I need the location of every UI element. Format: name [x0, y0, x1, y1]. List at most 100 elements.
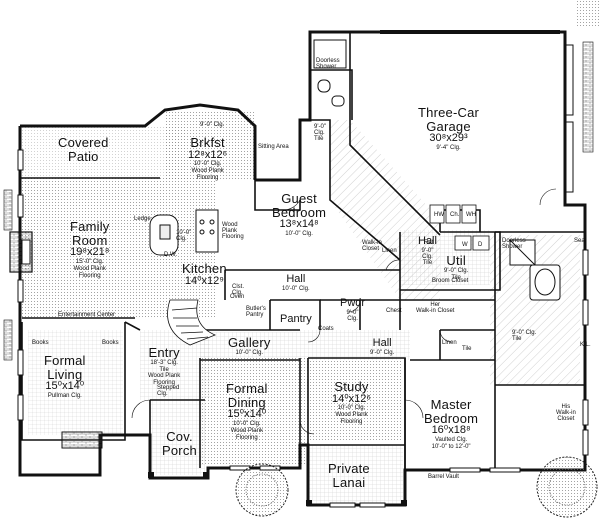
- linen2-label: Linen: [442, 340, 457, 346]
- room-note: Pullman Clg.: [47, 392, 82, 399]
- room-note: Flooring: [340, 418, 363, 425]
- staircase: [167, 299, 217, 346]
- room-note: Flooring: [196, 174, 219, 181]
- doorless-shower-right-label: Doorless Shower: [502, 238, 526, 250]
- room-note: Clg.: [347, 315, 358, 322]
- room-master-bedroom: Master Bedroom 16⁰x18⁸ Vaulted Clg. 10'-…: [424, 398, 478, 451]
- room-brkfst: Brkfst 12⁸x12⁶ 10'-0" Clg. Wood Plank Fl…: [188, 136, 227, 182]
- his-walk-in-closet-label: His Walk-in Closet: [556, 404, 576, 422]
- room-pantry: Pantry: [280, 313, 312, 326]
- room-name: Gallery: [228, 335, 271, 350]
- patio-floor: [20, 126, 185, 178]
- room-note: 15'-0" Clg.: [75, 258, 104, 265]
- room-covered-patio: Covered Patio: [58, 136, 109, 163]
- clst-label: Clst. Clg.: [232, 284, 244, 296]
- wood-plank-label: Wood Plank Flooring: [222, 222, 244, 240]
- room-note: 18'-3" Clg.: [150, 359, 178, 366]
- columns: [148, 472, 407, 506]
- room-name: Pwdr: [340, 297, 366, 309]
- d-label: D: [478, 242, 483, 248]
- room-name: Family Room: [70, 219, 110, 248]
- room-size: 19⁸x21⁸: [70, 246, 110, 259]
- room-name: Hall: [418, 235, 437, 247]
- room-size: 14⁰x12⁶: [332, 392, 371, 405]
- room-note: Wood Plank: [230, 427, 263, 434]
- butlers-pantry-label: Butler's Pantry: [246, 306, 266, 318]
- room-note: Tile: [451, 274, 461, 281]
- ref-label: Ref: [424, 240, 434, 246]
- lanai-floor: [308, 445, 403, 505]
- room-note: 9'-0" Clg.: [370, 349, 395, 356]
- porch-floor: [150, 400, 205, 475]
- ch-label: Ch.: [450, 212, 460, 218]
- room-hall-mid: Hall 10'-0" Clg.: [282, 273, 310, 292]
- room-formal-living: Formal Living 15⁰x14⁰ Pullman Clg.: [44, 354, 86, 400]
- room-note: 9'-0": [421, 247, 434, 254]
- hw-label: HW: [434, 212, 444, 218]
- room-name: Guest Bedroom: [272, 191, 327, 220]
- room-name: Kitchen: [182, 261, 227, 276]
- stepped-clg-label: Stepped Clg.: [157, 385, 180, 397]
- room-note: Wood Plank: [335, 412, 368, 419]
- room-name: Master Bedroom: [424, 397, 479, 426]
- wh-label: WH: [466, 212, 476, 218]
- barrel-vault-label: Barrel Vault: [428, 474, 459, 480]
- room-note: Vaulted Clg.: [434, 436, 468, 443]
- shower-box: [509, 239, 536, 266]
- room-size: 12⁸x12⁶: [188, 148, 228, 161]
- coats-label: Coats: [318, 326, 334, 332]
- room-name: Private Lanai: [328, 461, 370, 490]
- room-cov-porch: Cov. Porch: [162, 430, 197, 457]
- room-note: Tile: [159, 366, 169, 373]
- room-name: Hall: [286, 273, 306, 285]
- family-room-floor: [20, 178, 216, 318]
- room-name: Formal Dining: [226, 381, 268, 410]
- room-pwdr: Pwdr 9'-0" Clg.: [340, 297, 366, 322]
- room-note: 9'-4" Clg.: [436, 144, 461, 151]
- master-bath-clg-label: 9'-0" Clg. Tile: [512, 330, 537, 342]
- room-note: 10'-0" Clg.: [282, 285, 310, 292]
- room-note: Flooring: [153, 380, 175, 387]
- doorless-shower-top-label: Doorless Shower: [316, 58, 340, 70]
- room-name: Pantry: [280, 313, 312, 325]
- broom-closet-label: Broom Closet: [432, 278, 469, 284]
- shrub-top-right: [575, 0, 600, 28]
- shrub-right: [536, 456, 598, 518]
- room-note: Wood Plank: [148, 373, 181, 380]
- brkfst-floor: [165, 110, 255, 180]
- room-private-lanai: Private Lanai: [328, 462, 370, 489]
- dw-label: D.W.: [164, 252, 177, 258]
- room-entry: Entry 18'-3" Clg. Tile Wood Plank Floori…: [148, 346, 180, 387]
- room-note: 9'-0" Clg.: [444, 267, 469, 274]
- seat-label: Seat: [574, 238, 587, 244]
- room-note: 10'-0" to 12'-0": [431, 443, 471, 450]
- room-name: Covered Patio: [58, 135, 109, 164]
- fireplace: [9, 231, 33, 273]
- sitting-area-label: Sitting Area: [258, 144, 289, 150]
- formal-living-floor: [28, 330, 123, 435]
- room-hall-lower: Hall 9'-0" Clg.: [370, 337, 395, 356]
- chest-label: Chest: [386, 308, 402, 314]
- study-floor: [308, 360, 403, 440]
- room-note: Wood Plank: [191, 168, 224, 175]
- room-study: Study 14⁰x12⁶ 10'-0" Clg. Wood Plank Flo…: [332, 380, 371, 426]
- room-size: 13⁸x14⁸: [279, 218, 319, 231]
- room-note: 10'-0" Clg.: [193, 161, 222, 168]
- room-hall-upper: Hall 9'-0" Clg. Tile: [418, 235, 437, 266]
- room-note: Clg.: [422, 253, 433, 260]
- room-note: Flooring: [235, 434, 258, 441]
- door-swings: [131, 188, 557, 435]
- books-right-label: Books: [102, 340, 119, 346]
- shrub-left: [235, 463, 289, 517]
- interior-walls: [20, 32, 585, 478]
- room-name: Util: [446, 253, 466, 268]
- fireplace-living: [61, 431, 103, 449]
- room-note: 9'-0": [346, 309, 359, 316]
- room-note: 10'-0" Clg.: [235, 349, 264, 356]
- linen-label: Linen: [382, 248, 397, 254]
- room-size: 30⁸x29³: [429, 132, 468, 145]
- room-kitchen: Kitchen 14⁰x12⁹: [182, 262, 227, 287]
- room-note: Flooring: [78, 272, 101, 279]
- clg-9-label: 9'-0" Clg. Tile: [314, 124, 326, 142]
